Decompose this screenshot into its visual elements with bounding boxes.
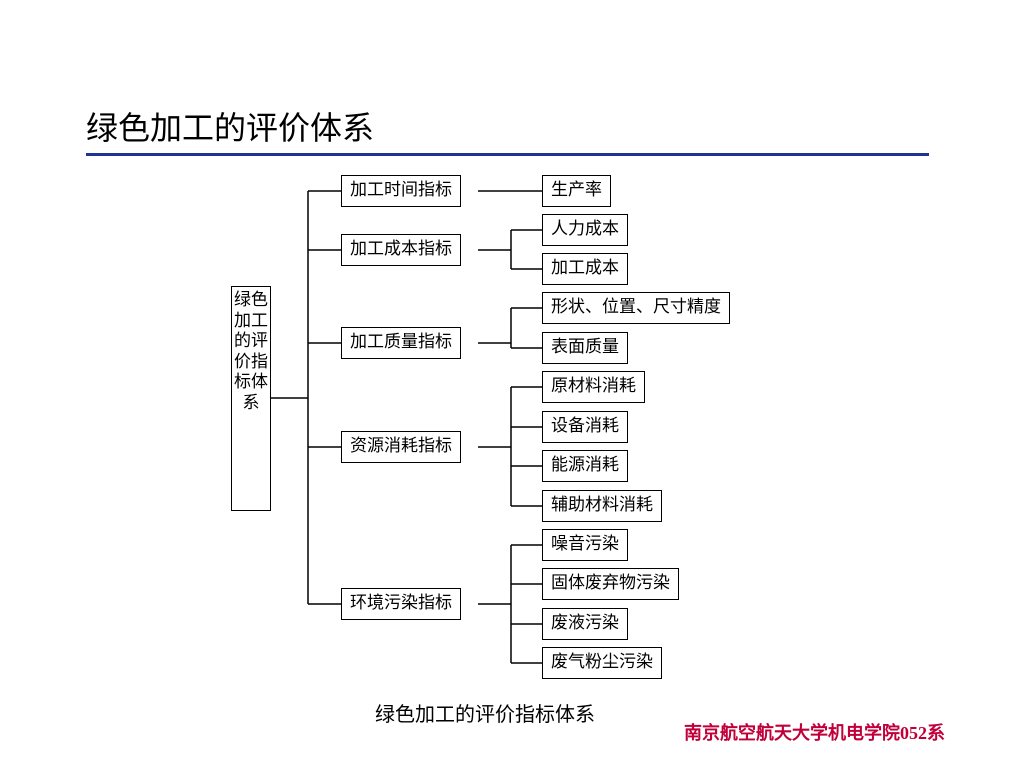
leaf-node: 表面质量	[542, 332, 628, 364]
leaf-node: 能源消耗	[542, 450, 628, 482]
category-node: 加工成本指标	[341, 234, 461, 266]
leaf-node: 原材料消耗	[542, 371, 645, 403]
diagram-caption: 绿色加工的评价指标体系	[375, 702, 595, 726]
leaf-node: 设备消耗	[542, 411, 628, 443]
leaf-node: 形状、位置、尺寸精度	[542, 292, 730, 324]
leaf-node: 人力成本	[542, 214, 628, 246]
category-node: 加工时间指标	[341, 175, 461, 207]
category-node: 资源消耗指标	[341, 431, 461, 463]
leaf-node: 固体废弃物污染	[542, 568, 679, 600]
leaf-node: 废气粉尘污染	[542, 647, 662, 679]
category-node: 环境污染指标	[341, 588, 461, 620]
leaf-node: 废液污染	[542, 608, 628, 640]
root-node: 绿色加工的评价指标体系	[231, 286, 271, 511]
page-title: 绿色加工的评价体系	[86, 109, 375, 147]
leaf-node: 加工成本	[542, 253, 628, 285]
footer-institution: 南京航空航天大学机电学院052系	[684, 723, 945, 743]
leaf-node: 辅助材料消耗	[542, 490, 662, 522]
leaf-node: 噪音污染	[542, 529, 628, 561]
leaf-node: 生产率	[542, 175, 611, 207]
category-node: 加工质量指标	[341, 327, 461, 359]
title-underline	[86, 153, 929, 156]
